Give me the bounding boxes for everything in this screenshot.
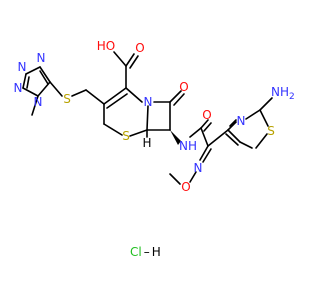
atom-amino: NH2 (271, 85, 295, 102)
atom-carboxyl-o: O (135, 41, 144, 55)
atom-labels: N N N N S HO O N O S H NH O N O N S NH2 … (14, 39, 295, 259)
nh2-label: NH (271, 85, 289, 99)
nh-label: NH (179, 139, 197, 153)
bonds (22, 51, 273, 185)
atom-nh-amide: NH (179, 139, 197, 153)
atom-o-oxime: O (181, 180, 190, 194)
atom-o-amide: O (202, 108, 211, 122)
wedge-bond (170, 130, 181, 145)
atom-n-oxime: N (194, 161, 203, 175)
molecule-diagram: N N N N S HO O N O S H NH O N O N S NH2 … (14, 39, 295, 259)
atom-n1: N (18, 60, 27, 74)
atom-s-thiazole: S (267, 124, 275, 138)
chlorine-label: Cl (130, 245, 142, 259)
atom-o-lactam: O (179, 80, 188, 94)
atom-s-thioether: S (63, 92, 71, 106)
atom-n-lactam: N (144, 95, 153, 109)
nh2-subscript: 2 (289, 92, 295, 102)
hydrogen-label: H (152, 245, 161, 259)
atom-n3: N (14, 81, 23, 95)
atom-n-thiazole: N (237, 114, 246, 128)
atom-n4: N (34, 95, 43, 109)
hcl-bond: – (144, 245, 150, 259)
atom-s-ring: S (122, 129, 130, 143)
atom-hydroxyl: HO (97, 39, 115, 53)
atom-h-stereo: H (142, 136, 151, 150)
atom-n2: N (37, 51, 46, 65)
hcl-salt: Cl–H (130, 245, 161, 259)
